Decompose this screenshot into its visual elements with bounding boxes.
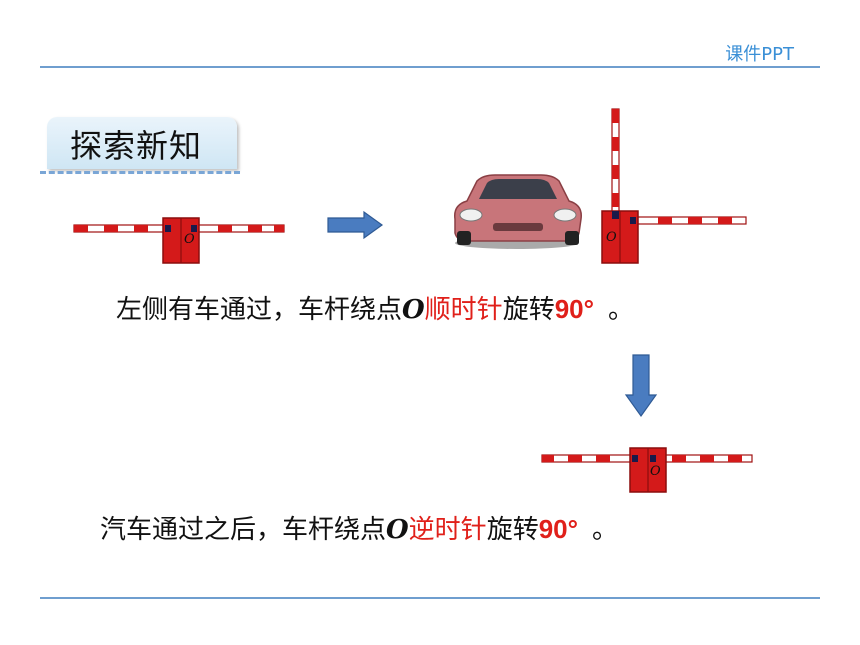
verb-label: 旋转	[486, 515, 539, 545]
pivot-label: O	[606, 230, 617, 245]
sentence-lead: 左侧有车通过，车杆绕点	[116, 295, 403, 325]
footer-rule	[40, 597, 820, 599]
brand-label: 课件PPT	[725, 44, 794, 65]
point-label: O	[402, 295, 425, 325]
verb-label: 旋转	[502, 295, 555, 325]
pivot-label: O	[184, 232, 195, 247]
section-title: 探索新知	[70, 127, 203, 165]
down-arrow-icon	[624, 354, 658, 418]
angle-label: 90°	[554, 294, 595, 324]
direction-label: 逆时针	[408, 515, 487, 545]
sentence-end: 。	[608, 295, 635, 325]
point-label: O	[386, 515, 409, 545]
barrier-gate-icon: O	[73, 217, 285, 264]
barrier-gate-icon: O	[601, 108, 747, 264]
sentence-end: 。	[592, 515, 619, 545]
sentence-lead: 汽车通过之后，车杆绕点	[100, 515, 387, 545]
section-underline	[40, 171, 240, 174]
header-rule	[40, 66, 820, 68]
pivot-label: O	[650, 464, 661, 479]
sentence-clockwise: 左侧有车通过，车杆绕点O顺时针旋转90° 。	[116, 289, 634, 326]
section-tab	[47, 117, 237, 169]
barrier-gate-icon: O	[541, 447, 753, 493]
sentence-counterclockwise: 汽车通过之后，车杆绕点O逆时针旋转90° 。	[100, 509, 618, 546]
car-icon	[454, 174, 582, 249]
direction-label: 顺时针	[424, 295, 503, 325]
right-arrow-icon	[327, 210, 384, 240]
angle-label: 90°	[538, 514, 579, 544]
